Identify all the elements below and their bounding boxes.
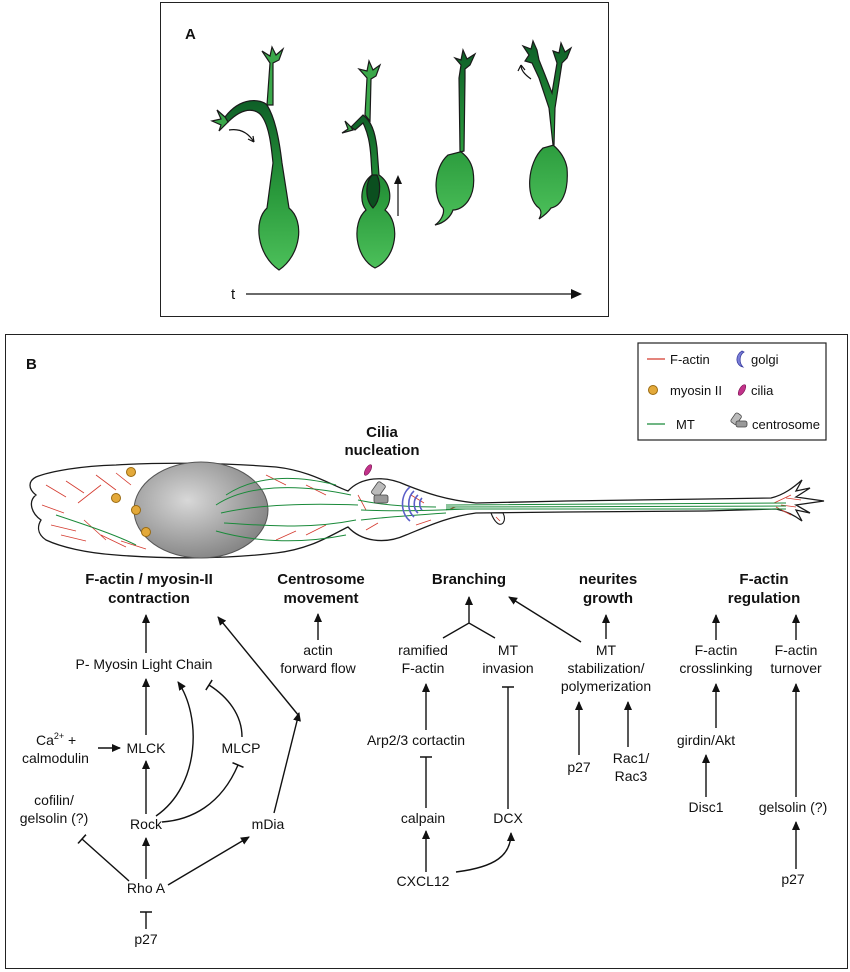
- edge-rhoa-mdia: [167, 836, 250, 886]
- node-pmlc: P- Myosin Light Chain: [76, 656, 213, 672]
- rotation-arrow-4: [520, 64, 532, 80]
- edges: [77, 596, 800, 929]
- edge-mlcp-pmlc: [205, 679, 243, 738]
- node-p27-mid: p27: [567, 759, 591, 775]
- heading-regulation-1: F-actin: [739, 571, 788, 588]
- cilia-title-1: Cilia: [366, 424, 398, 441]
- rotation-arrow-1: [228, 129, 255, 143]
- node-mt-stab-1: MT: [596, 642, 617, 658]
- legend-centrosome: centrosome: [752, 417, 820, 432]
- golgi-icon: [736, 350, 745, 368]
- node-p27-right: p27: [781, 871, 805, 887]
- heading-branching: Branching: [432, 571, 506, 588]
- node-mdia: mDia: [252, 816, 285, 832]
- node-arp: Arp2/3 cortactin: [367, 732, 465, 748]
- migrating-neuron: [29, 461, 825, 559]
- legend: F-actin golgi myosin II cilia MT centros…: [637, 342, 827, 441]
- edge-rock-mlcp: [161, 761, 244, 823]
- node-cofilin-2: gelsolin (?): [20, 810, 88, 826]
- legend-factin: F-actin: [670, 352, 710, 367]
- node-rac-2: Rac3: [615, 768, 648, 784]
- legend-mt: MT: [676, 417, 695, 432]
- factin-filaments: [41, 472, 802, 550]
- node-calpain: calpain: [401, 810, 445, 826]
- cilia-title-2: nucleation: [344, 442, 419, 459]
- edge-flow-centrosome: [217, 616, 300, 717]
- panel-b: B F-actin golgi myosin II cilia MT centr…: [5, 334, 848, 969]
- heading-neurites-2: growth: [583, 590, 633, 607]
- node-mlcp: MLCP: [222, 740, 261, 756]
- node-mt-stab-2: stabilization/: [567, 660, 644, 676]
- node-rac-1: Rac1/: [613, 750, 650, 766]
- edge-cxcl12-dcx: [455, 832, 515, 873]
- panel-a: A t: [160, 2, 609, 317]
- node-rhoa: Rho A: [127, 880, 166, 896]
- node-fact-cross-2: crosslinking: [679, 660, 752, 676]
- golgi: [401, 486, 423, 522]
- time-label: t: [231, 286, 236, 303]
- microtubules: [55, 478, 787, 546]
- heading-regulation-2: regulation: [728, 590, 801, 607]
- migration-sequence: A t: [185, 26, 582, 303]
- node-actin-flow-2: forward flow: [280, 660, 356, 676]
- centrosome-icon: [730, 412, 748, 428]
- node-fact-turn-1: F-actin: [775, 642, 818, 658]
- heading-centrosome-1: Centrosome: [277, 571, 365, 588]
- node-mt-stab-3: polymerization: [561, 678, 651, 694]
- node-calmodulin: calmodulin: [22, 750, 89, 766]
- neuron-stage-4: [521, 39, 573, 220]
- node-ca: Ca2+ +: [36, 731, 76, 748]
- legend-myosin: myosin II: [670, 383, 722, 398]
- node-fact-turn-2: turnover: [770, 660, 822, 676]
- neuron-stage-2: [341, 59, 396, 269]
- node-mlck: MLCK: [127, 740, 167, 756]
- node-gelsolin: gelsolin (?): [759, 799, 827, 815]
- legend-cilia: cilia: [751, 383, 774, 398]
- heading-centrosome-2: movement: [283, 590, 358, 607]
- edge-rhoa-cofilin: [77, 834, 130, 882]
- panel-b-label: B: [26, 356, 37, 373]
- edge-rock-pmlc: [155, 681, 194, 817]
- edge-mt-stab-branching: [508, 596, 582, 643]
- node-dcx: DCX: [493, 810, 523, 826]
- cilia-icon: [737, 384, 747, 396]
- heading-contraction-1: F-actin / myosin-II: [85, 571, 213, 588]
- node-p27-left: p27: [134, 931, 158, 947]
- cilium: [364, 464, 372, 476]
- nucleus: [133, 461, 269, 559]
- centrosome: [371, 481, 389, 504]
- nodes: P- Myosin Light Chain Ca2+ + calmodulin …: [20, 642, 827, 947]
- node-ramified-1: ramified: [398, 642, 448, 658]
- node-rock: Rock: [130, 816, 163, 832]
- edge-branch-merge: [442, 597, 496, 639]
- node-mt-invasion-1: MT: [498, 642, 519, 658]
- signaling-diagram: B F-actin golgi myosin II cilia MT centr…: [20, 342, 827, 947]
- heading-contraction-2: contraction: [108, 590, 190, 607]
- node-cofilin-1: cofilin/: [34, 792, 74, 808]
- edge-mdia-flow: [273, 712, 301, 814]
- myosin-dots: [111, 467, 151, 537]
- myosin-icon: [648, 385, 658, 395]
- node-girdin: girdin/Akt: [677, 732, 735, 748]
- neuron-stage-1: [210, 45, 300, 271]
- legend-golgi: golgi: [751, 352, 779, 367]
- panel-a-label: A: [185, 26, 196, 43]
- headings: F-actin / myosin-II contraction Centroso…: [85, 571, 800, 607]
- node-actin-flow-1: actin: [303, 642, 333, 658]
- node-disc1: Disc1: [688, 799, 723, 815]
- heading-neurites-1: neurites: [579, 571, 637, 588]
- node-cxcl12: CXCL12: [397, 873, 450, 889]
- node-fact-cross-1: F-actin: [695, 642, 738, 658]
- node-mt-invasion-2: invasion: [482, 660, 533, 676]
- node-ramified-2: F-actin: [402, 660, 445, 676]
- neuron-stage-3: [434, 48, 477, 226]
